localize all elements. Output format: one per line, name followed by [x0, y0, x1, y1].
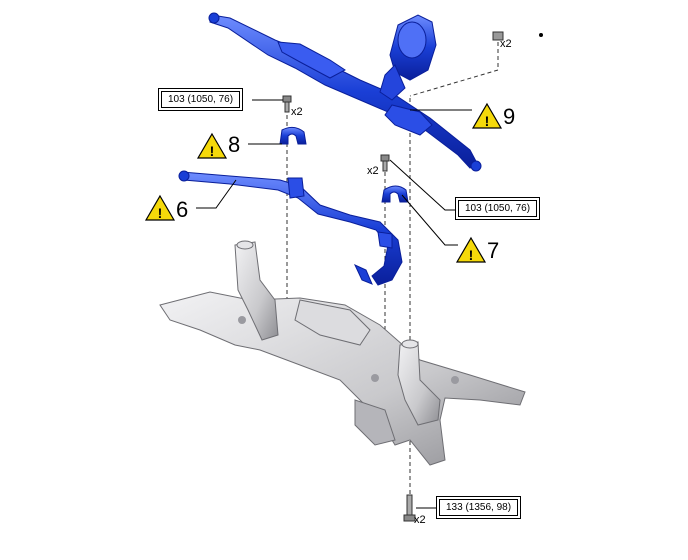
quantity-label: x2 — [291, 106, 303, 118]
quantity-label: x2 — [367, 165, 379, 177]
bolt-icon — [380, 154, 390, 172]
callout-6: 6 — [176, 197, 189, 222]
torque-spec-value: 103 (1050, 76) — [161, 91, 241, 108]
torque-spec-box: 103 (1050, 76) — [455, 197, 541, 220]
nut-icon — [492, 31, 504, 41]
bolt-icon — [282, 95, 292, 113]
warning-triangle-icon: ! — [455, 236, 487, 263]
torque-spec-box: 133 (1356, 98) — [436, 496, 522, 519]
callout-8: 8 — [228, 132, 241, 157]
bolt-icon — [403, 494, 416, 522]
stabilizer-bar — [178, 170, 403, 286]
svg-text:!: ! — [210, 143, 215, 159]
callout-7: 7 — [487, 238, 500, 263]
svg-text:!: ! — [158, 205, 163, 221]
svg-text:!: ! — [485, 113, 490, 129]
quantity-label: x2 — [414, 514, 426, 526]
marker-dot — [539, 33, 543, 37]
stabilizer-bracket-left — [279, 126, 307, 145]
warning-triangle-icon: ! — [196, 132, 228, 159]
callout-9: 9 — [503, 104, 516, 129]
svg-text:!: ! — [469, 247, 474, 263]
quantity-label: x2 — [500, 38, 512, 50]
leader-lines — [196, 99, 472, 509]
warning-triangle-icon: ! — [471, 102, 503, 129]
torque-spec-value: 103 (1050, 76) — [458, 200, 538, 217]
torque-spec-box: 103 (1050, 76) — [158, 88, 244, 111]
torque-spec-value: 133 (1356, 98) — [439, 499, 519, 516]
warning-triangle-icon: ! — [144, 194, 176, 221]
steering-rack — [208, 12, 482, 172]
front-suspension-crossmember — [159, 240, 526, 466]
stabilizer-bracket-right — [381, 185, 409, 203]
